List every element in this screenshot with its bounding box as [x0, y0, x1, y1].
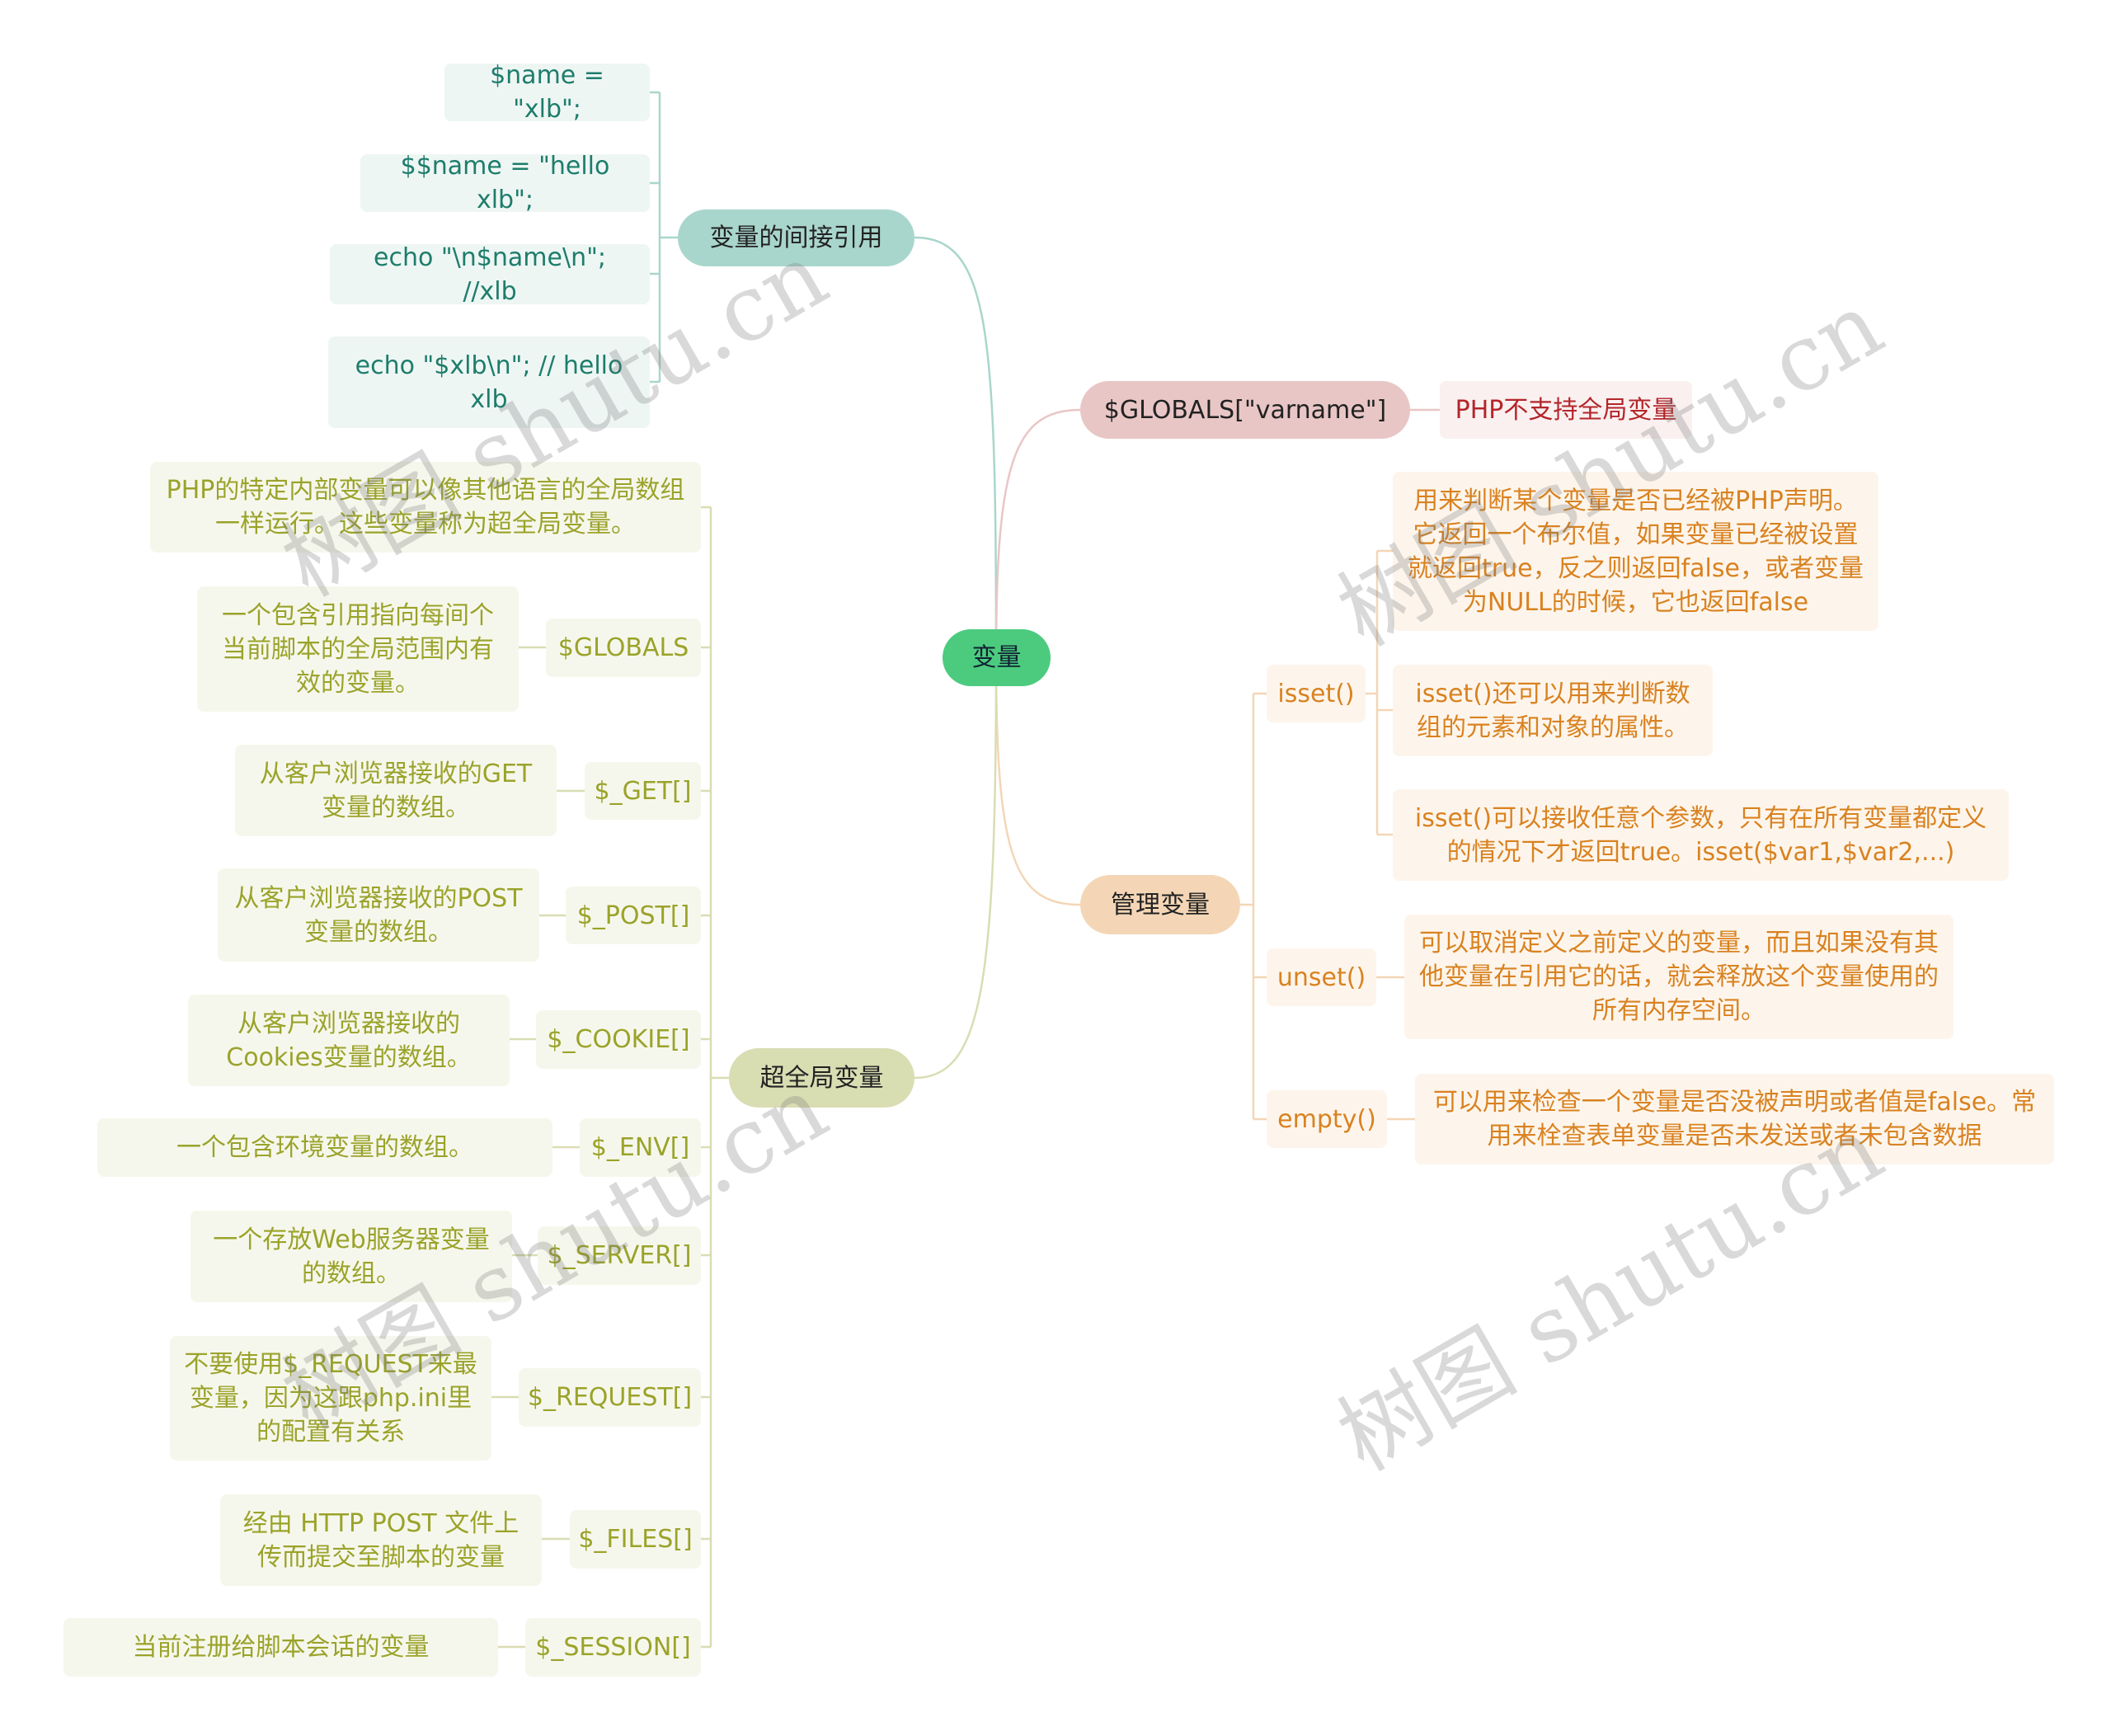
- superglobal-key[interactable]: $_POST[]: [566, 887, 701, 944]
- superglobal-desc[interactable]: 从客户浏览器接收的Cookies变量的数组。: [188, 995, 510, 1086]
- branch-superglobals[interactable]: 超全局变量: [729, 1048, 914, 1108]
- branch-indirect-reference[interactable]: 变量的间接引用: [678, 209, 914, 266]
- empty-note[interactable]: 可以用来检查一个变量是否没被声明或者值是false。常用来栓查表单变量是否未发送…: [1415, 1074, 2054, 1164]
- isset-note[interactable]: 用来判断某个变量是否已经被PHP声明。它返回一个布尔值，如果变量已经被设置就返回…: [1393, 472, 1878, 631]
- superglobal-key[interactable]: $_FILES[]: [570, 1510, 701, 1569]
- superglobal-key[interactable]: $_ENV[]: [580, 1118, 701, 1177]
- isset-note[interactable]: isset()可以接收任意个参数，只有在所有变量都定义的情况下才返回true。i…: [1393, 789, 2009, 881]
- superglobal-desc[interactable]: 从客户浏览器接收的POST变量的数组。: [218, 868, 539, 962]
- isset-note[interactable]: isset()还可以用来判断数组的元素和对象的属性。: [1393, 665, 1713, 756]
- superglobal-desc[interactable]: 一个包含引用指向每间个当前脚本的全局范围内有效的变量。: [197, 586, 519, 712]
- code-node[interactable]: echo "\n$name\n"; //xlb: [330, 243, 650, 306]
- unset-node[interactable]: unset(): [1267, 948, 1376, 1006]
- superglobal-desc[interactable]: 经由 HTTP POST 文件上传而提交至脚本的变量: [220, 1494, 542, 1586]
- superglobal-key[interactable]: $_SESSION[]: [525, 1618, 701, 1677]
- code-node[interactable]: echo "$xlb\n"; // hello xlb: [328, 336, 650, 428]
- superglobals-intro[interactable]: PHP的特定内部变量可以像其他语言的全局数组一样运行。这些变量称为超全局变量。: [150, 462, 701, 553]
- branch-manage-variables[interactable]: 管理变量: [1080, 875, 1240, 934]
- superglobal-key[interactable]: $_GET[]: [585, 762, 701, 820]
- code-node[interactable]: $name = "xlb";: [444, 61, 650, 124]
- superglobal-desc[interactable]: 不要使用$_REQUEST来最变量，因为这跟php.ini里的配置有关系: [170, 1336, 491, 1461]
- unset-note[interactable]: 可以取消定义之前定义的变量，而且如果没有其他变量在引用它的话，就会释放这个变量使…: [1404, 915, 1953, 1039]
- superglobal-desc[interactable]: 一个存放Web服务器变量的数组。: [190, 1211, 512, 1302]
- globals-note[interactable]: PHP不支持全局变量: [1440, 381, 1692, 439]
- superglobal-desc[interactable]: 从客户浏览器接收的GET变量的数组。: [235, 745, 557, 836]
- code-node[interactable]: $$name = "hello xlb";: [360, 152, 650, 214]
- superglobal-key[interactable]: $GLOBALS: [546, 619, 701, 677]
- isset-node[interactable]: isset(): [1267, 665, 1366, 722]
- superglobal-key[interactable]: $_COOKIE[]: [536, 1010, 701, 1069]
- empty-node[interactable]: empty(): [1267, 1090, 1387, 1148]
- superglobal-key[interactable]: $_REQUEST[]: [519, 1368, 701, 1427]
- root-node[interactable]: 变量: [943, 629, 1051, 686]
- superglobal-key[interactable]: $_SERVER[]: [538, 1226, 701, 1285]
- branch-globals-varname[interactable]: $GLOBALS["varname"]: [1080, 381, 1410, 439]
- superglobal-desc[interactable]: 当前注册给脚本会话的变量: [63, 1618, 498, 1677]
- superglobal-desc[interactable]: 一个包含环境变量的数组。: [97, 1118, 552, 1177]
